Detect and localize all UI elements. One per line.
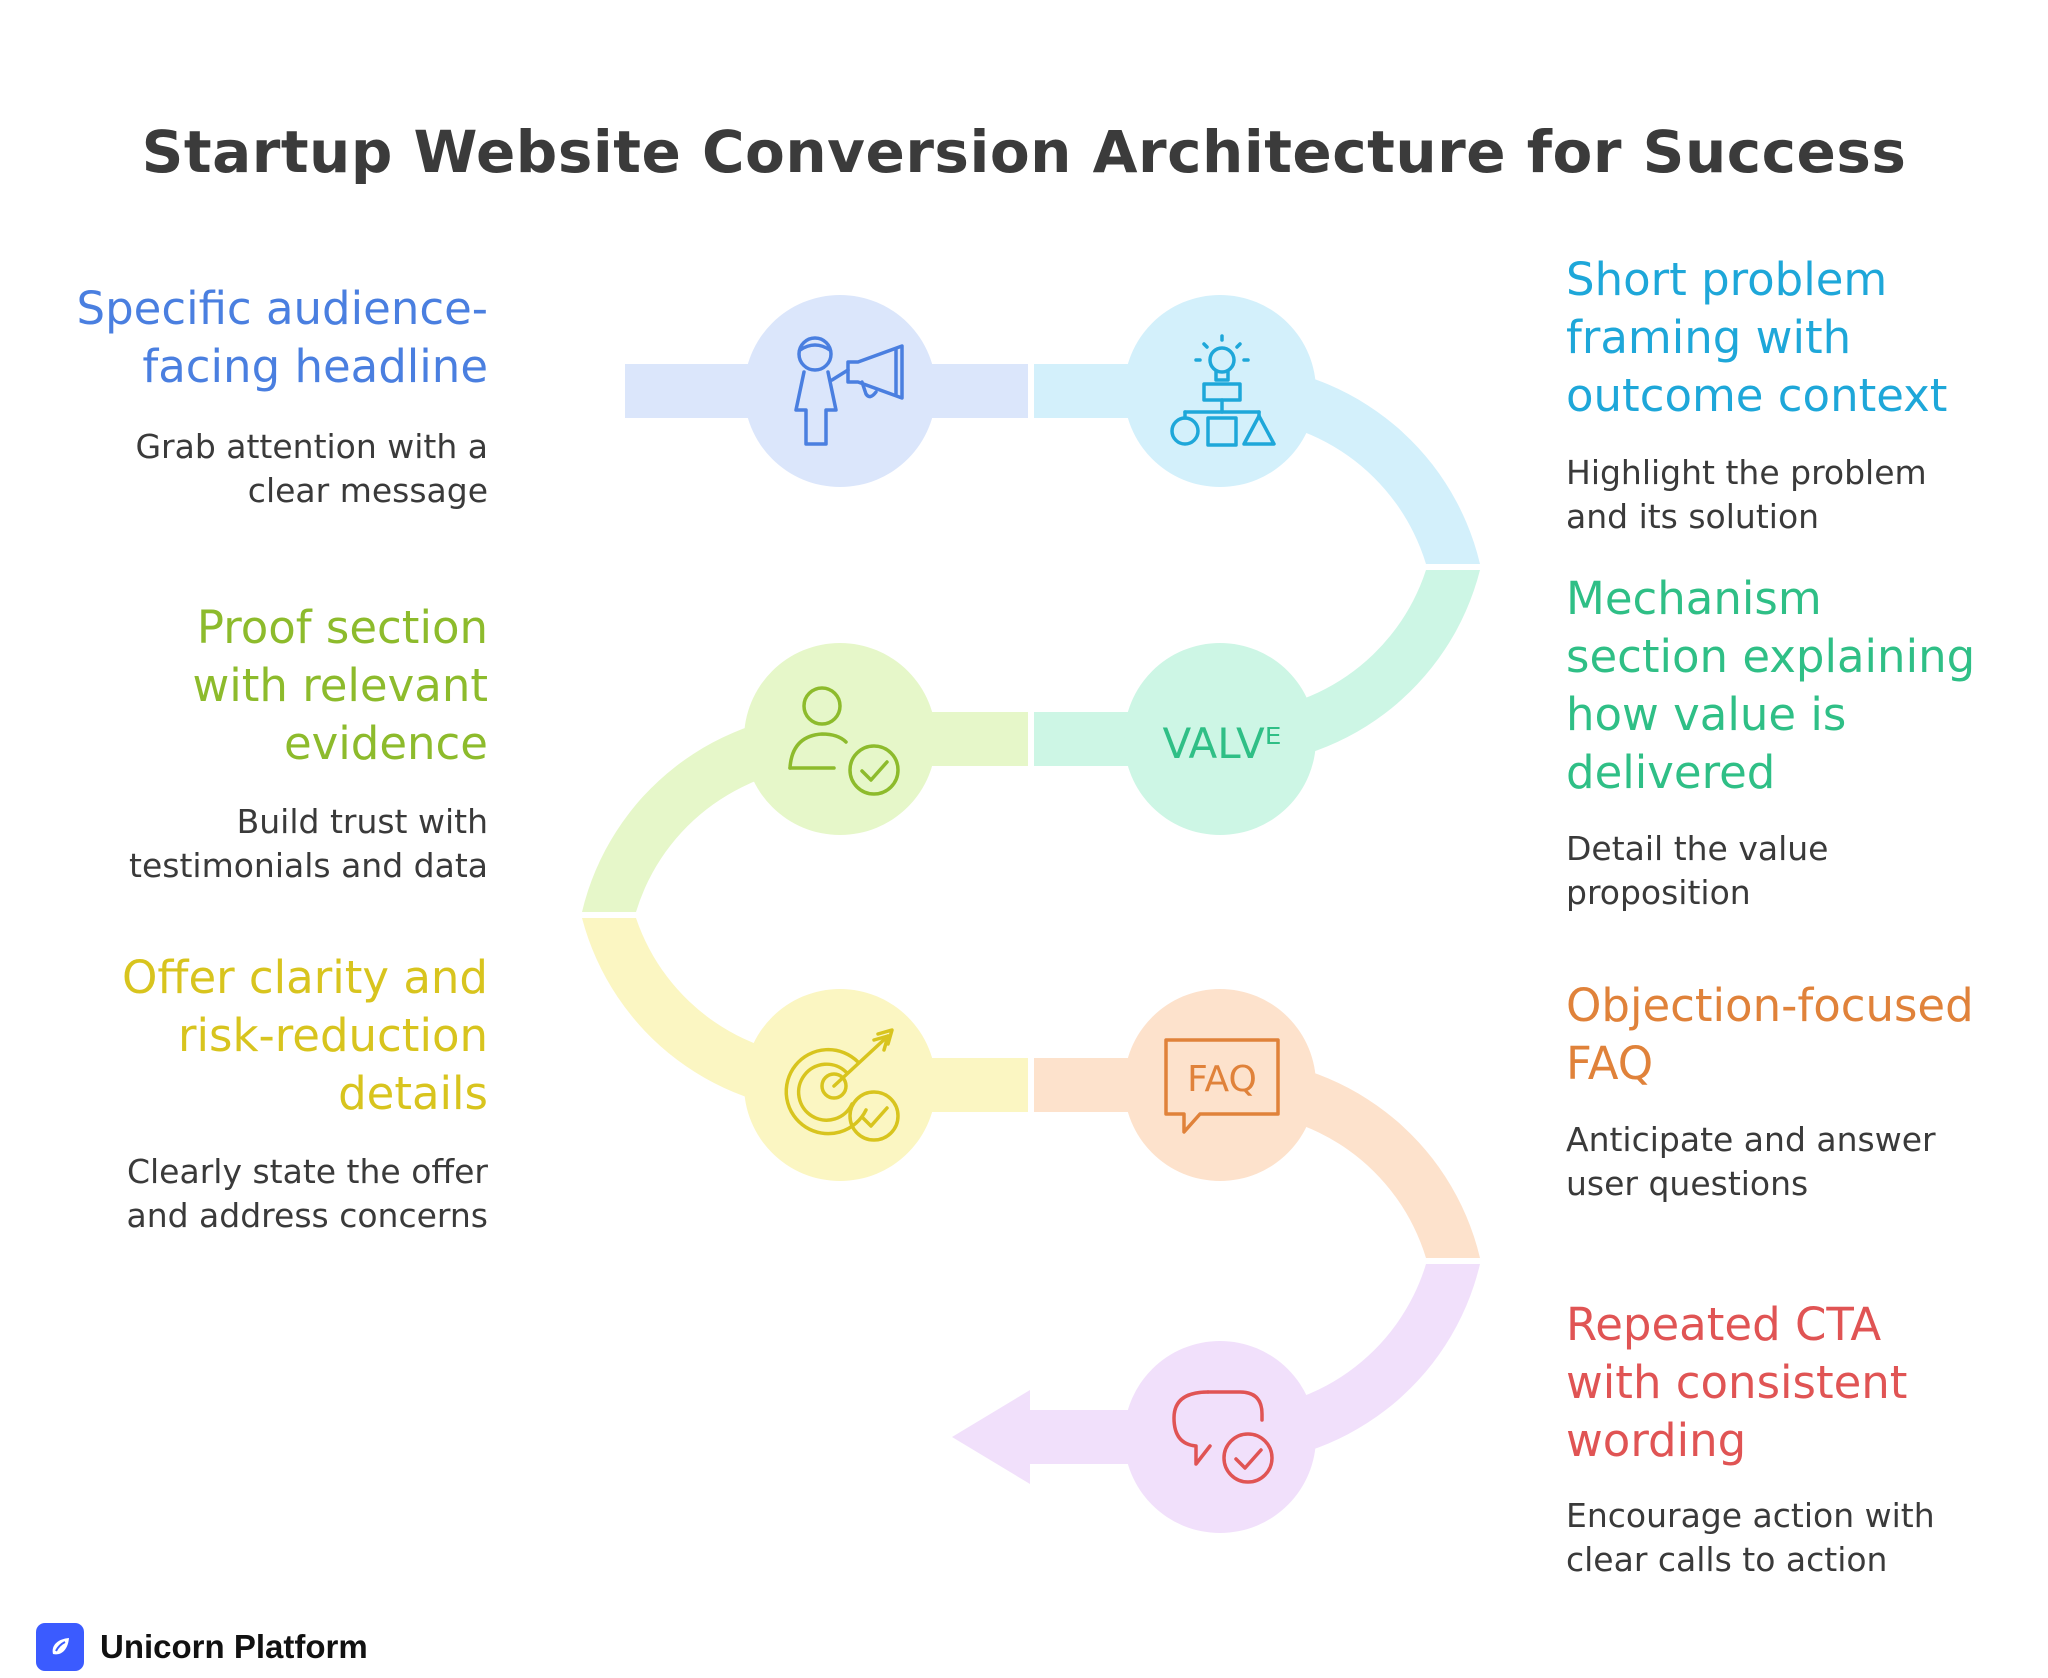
step-6-description-line: Anticipate and answer [1566,1120,1936,1159]
step-3-title-line: how value is [1566,688,1847,741]
target-check-icon [784,1028,900,1142]
step-5-title-line: details [338,1067,488,1120]
step-7-description-line: Encourage action with [1566,1496,1935,1535]
step-3-description-line: proposition [1566,873,1751,912]
step-7-title: Repeated CTA with consistent wording [1566,1296,2006,1470]
step-5-description-line: Clearly state the offer [126,1152,488,1191]
step-1-title: Specific audience- facing headline [28,280,488,396]
step-3-description-line: Detail the value [1566,829,1829,868]
flow-path [582,363,1480,1484]
step-6-title-line: FAQ [1566,1037,1654,1090]
brand-name: Unicorn Platform [100,1628,368,1665]
step-4-description: Build trust with testimonials and data [28,800,488,888]
unicorn-logo-icon [36,1623,84,1671]
step-1-title-line: Specific audience- [76,282,488,335]
megaphone-person-icon [794,336,904,446]
step-3-title-line: section explaining [1566,630,1976,683]
step-6-title: Objection-focused FAQ [1566,977,2006,1093]
step-5-title-line: risk-reduction [178,1009,488,1062]
step-6-circle [1124,989,1316,1181]
step-6-title-line: Objection-focused [1566,979,1974,1032]
step-1-description: Grab attention with a clear message [28,425,488,513]
chat-check-icon [1172,1390,1274,1484]
step-2-description-line: Highlight the problem [1566,453,1927,492]
faq-label: FAQ [1187,1059,1257,1100]
step-5-description: Clearly state the offer and address conc… [28,1150,488,1238]
step-2-title-line: Short problem [1566,253,1888,306]
step-4-description-line: testimonials and data [129,846,488,885]
step-5-circle [744,989,936,1181]
step-2-title-line: outcome context [1566,369,1948,422]
lightbulb-shapes-icon [1170,334,1276,447]
step-1-circle [744,295,936,487]
step-3-title-line: delivered [1566,746,1776,799]
step-2-description-line: and its solution [1566,497,1820,536]
step-3-title-line: Mechanism [1566,572,1822,625]
faq-bubble-icon [1164,1038,1280,1134]
step-2-circle [1124,295,1316,487]
step-7-description: Encourage action with clear calls to act… [1566,1494,2006,1582]
step-4-title-line: evidence [283,717,488,770]
valve-text-icon: VALVᴱ [1162,719,1281,768]
step-4-title-line: Proof section [196,601,488,654]
step-2-title-line: framing with [1566,311,1852,364]
step-5-title-line: Offer clarity and [122,951,488,1004]
step-1-description-line: Grab attention with a [135,427,488,466]
brand[interactable]: Unicorn Platform [36,1622,368,1672]
step-1-description-line: clear message [247,471,488,510]
step-4-title: Proof section with relevant evidence [28,599,488,773]
step-1-title-line: facing headline [142,340,488,393]
step-7-circle [1124,1341,1316,1533]
step-2-title: Short problem framing with outcome conte… [1566,251,2006,425]
step-3-description: Detail the value proposition [1566,827,2006,915]
step-5-title: Offer clarity and risk-reduction details [28,949,488,1123]
step-2-description: Highlight the problem and its solution [1566,451,2006,539]
step-6-description-line: user questions [1566,1164,1809,1203]
step-4-description-line: Build trust with [236,802,488,841]
step-7-title-line: with consistent [1566,1356,1908,1409]
step-3-circle [1124,643,1316,835]
arrow-head [952,1390,1030,1484]
step-7-title-line: wording [1566,1414,1747,1467]
step-3-title: Mechanism section explaining how value i… [1566,570,2006,802]
step-7-description-line: clear calls to action [1566,1540,1888,1579]
step-4-title-line: with relevant [192,659,488,712]
page-title: Startup Website Conversion Architecture … [141,118,1907,186]
step-5-description-line: and address concerns [126,1196,488,1235]
step-6-description: Anticipate and answer user questions [1566,1118,2006,1206]
step-7-title-line: Repeated CTA [1566,1298,1882,1351]
verified-user-icon [788,686,900,796]
